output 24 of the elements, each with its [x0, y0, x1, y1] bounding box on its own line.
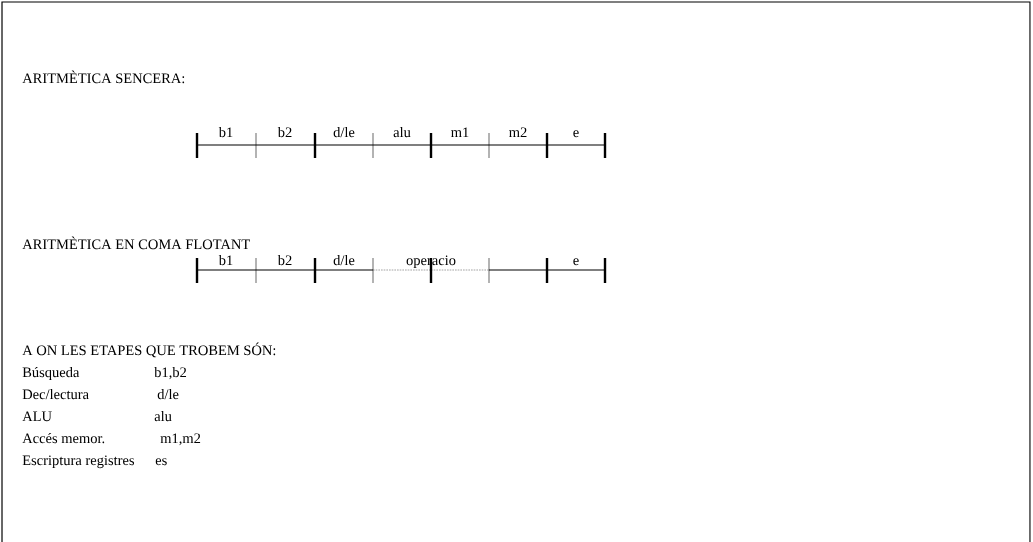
stage-label: alu [393, 126, 411, 138]
stage-label: b2 [277, 126, 292, 138]
table-cell: d/le [157, 388, 179, 400]
stage-label: b1 [218, 126, 233, 138]
stage-label: e [573, 258, 579, 266]
stage-label: m1 [451, 127, 469, 137]
table-cell: b1,b2 [154, 366, 187, 380]
stage-label: m2 [509, 127, 527, 137]
stage-label: b2 [277, 254, 292, 266]
table-cell: ALU [22, 411, 52, 422]
heading: A ON LES ETAPES QUE TROBEM SÓN: [22, 342, 276, 358]
table-cell: Escriptura registres [22, 455, 135, 469]
stage-label: e [573, 130, 579, 138]
table-cell: Accés memor. [22, 432, 105, 444]
table-cell: alu [154, 410, 172, 422]
table-cell: Búsqueda [22, 366, 80, 381]
table-cell: es [155, 458, 167, 466]
table-cell: Dec/lectura [22, 388, 89, 400]
table-cell: m1,m2 [160, 433, 201, 446]
heading: ARITMÈTICA SENCERA: [22, 70, 185, 84]
heading: ARITMÈTICA EN COMA FLOTANT [22, 236, 250, 250]
stage-label: b1 [218, 254, 233, 266]
stage-label: d/le [333, 254, 355, 266]
stage-label: d/le [333, 126, 355, 138]
